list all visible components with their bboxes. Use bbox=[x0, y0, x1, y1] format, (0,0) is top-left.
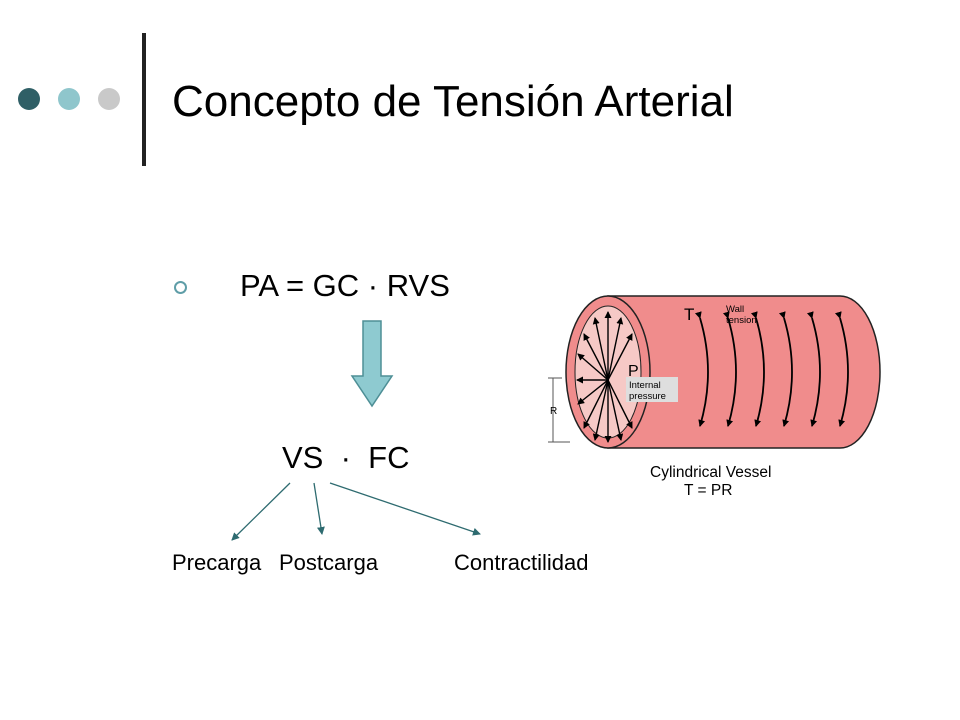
component-postcarga: Postcarga bbox=[279, 550, 379, 575]
label-pressure-P: P bbox=[628, 363, 639, 380]
internal-pressure-arrows bbox=[576, 311, 633, 443]
internal-pressure-box bbox=[626, 377, 678, 402]
connector-postcarga bbox=[313, 482, 325, 535]
label-radius-R: R bbox=[550, 406, 557, 417]
label-tension: tension bbox=[726, 315, 757, 326]
figure-caption-title: Cylindrical Vessel bbox=[650, 464, 771, 481]
label-internal: Internal bbox=[629, 380, 661, 391]
cylindrical-vessel-figure: T Wall tension P Internal pressure R Cyl… bbox=[548, 295, 881, 499]
title-divider bbox=[142, 33, 146, 166]
blood-pressure-formula: PA = GC · RVS bbox=[240, 268, 450, 303]
bullet-icon bbox=[174, 281, 187, 294]
decor-dot-dark bbox=[18, 88, 40, 110]
label-pressure: pressure bbox=[629, 391, 666, 402]
down-arrow-icon bbox=[350, 320, 394, 408]
stroke-volume-heart-rate: VS · FC bbox=[282, 440, 410, 475]
wall-tension-arrows bbox=[694, 311, 849, 427]
decor-dot-mid bbox=[58, 88, 80, 110]
component-precarga: Precarga bbox=[172, 550, 262, 575]
connector-precarga bbox=[231, 482, 291, 541]
radius-bracket bbox=[548, 377, 570, 443]
connector-contractilidad bbox=[329, 482, 481, 536]
decor-dot-light bbox=[98, 88, 120, 110]
label-tension-T: T bbox=[684, 305, 694, 324]
figure-caption-formula: T = PR bbox=[684, 482, 732, 499]
component-contractilidad: Contractilidad bbox=[454, 550, 589, 575]
slide-title: Concepto de Tensión Arterial bbox=[172, 77, 734, 126]
label-wall: Wall bbox=[726, 304, 744, 315]
